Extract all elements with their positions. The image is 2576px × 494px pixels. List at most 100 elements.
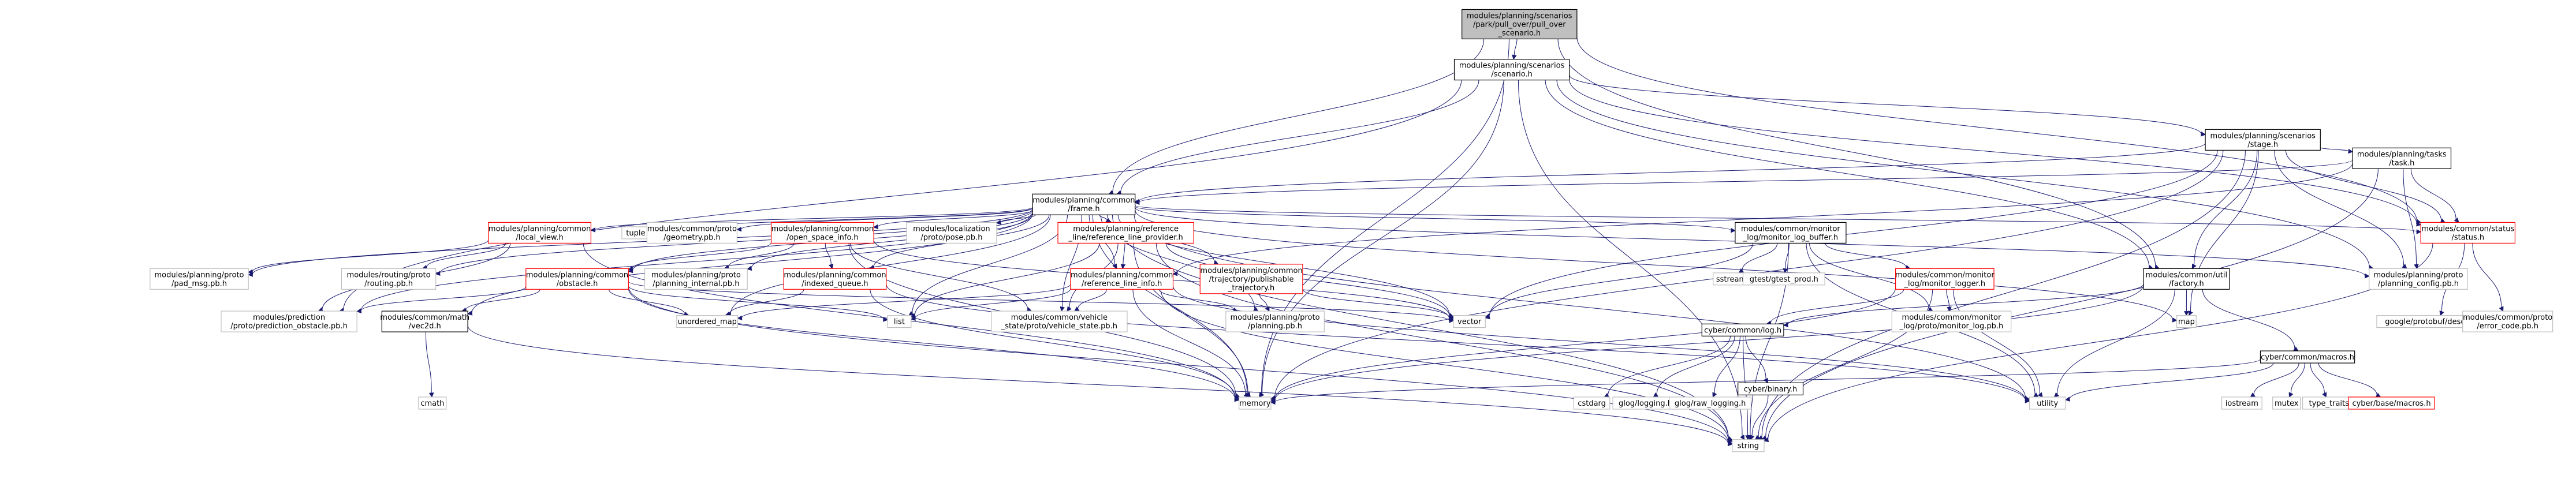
graph-node[interactable]: modules/planning/tasks/task.h xyxy=(2352,147,2452,169)
graph-node[interactable]: modules/planning/scenarios/park/pull_ove… xyxy=(1462,9,1578,40)
graph-node[interactable]: modules/planning/common/trajectory/publi… xyxy=(1199,264,1303,294)
graph-node: modules/common/monitor_log/proto/monitor… xyxy=(1891,310,2012,332)
node-label: /planning_config.pb.h xyxy=(2378,279,2459,288)
arrowhead xyxy=(1234,395,1240,400)
dependency-edge xyxy=(914,243,1100,316)
dependency-edge xyxy=(1569,74,2202,134)
graph-node[interactable]: modules/planning/common/reference_line_i… xyxy=(1070,268,1174,290)
graph-node[interactable]: modules/common/util/factory.h xyxy=(2143,268,2230,290)
node-label: /planning.pb.h xyxy=(1248,322,1302,331)
arrowhead xyxy=(1783,268,1788,274)
arrowhead xyxy=(428,392,434,398)
node-label: type_traits xyxy=(2309,399,2349,408)
node-label: modules/planning/common xyxy=(526,271,628,279)
arrowhead xyxy=(2201,132,2206,137)
graph-node: mutex xyxy=(2272,396,2301,410)
arrowhead xyxy=(1712,392,1717,398)
arrowhead xyxy=(747,265,752,271)
graph-node[interactable]: cyber/base/macros.h xyxy=(2348,396,2435,410)
dependency-edge xyxy=(740,208,1033,230)
dependency-edge xyxy=(729,289,804,315)
dependency-edge xyxy=(1112,39,1485,193)
graph-node[interactable]: modules/common/status/status.h xyxy=(2420,222,2516,244)
graph-node: iostream xyxy=(2221,396,2262,410)
dependency-edge xyxy=(1261,39,1509,394)
node-box xyxy=(1199,264,1303,294)
node-box xyxy=(221,310,357,332)
node-label: /planning_internal.pb.h xyxy=(653,279,739,288)
node-label: modules/common/util xyxy=(2146,271,2227,279)
node-box xyxy=(1732,439,1765,452)
node-label: modules/planning/common xyxy=(489,224,591,233)
dependency-edge xyxy=(426,243,506,268)
node-box xyxy=(991,310,1128,332)
node-box xyxy=(1669,396,1752,410)
arrowhead xyxy=(356,308,362,313)
node-label: modules/localization xyxy=(913,224,990,233)
node-label: utility xyxy=(2037,399,2058,408)
node-label: /proto/prediction_obstacle.pb.h xyxy=(230,322,348,331)
dependency-edge xyxy=(1135,205,2417,233)
dependency-edge xyxy=(870,289,1236,398)
graph-node[interactable]: modules/common/math/vec2d.h xyxy=(380,310,469,332)
arrowhead xyxy=(2416,229,2422,234)
node-label: modules/planning/scenarios xyxy=(2210,132,2316,140)
node-box xyxy=(1735,222,1847,244)
arrowhead xyxy=(1253,306,1259,312)
node-label: modules/planning/common xyxy=(784,271,886,279)
arrowhead xyxy=(2293,346,2299,351)
graph-node: sstream xyxy=(1713,272,1750,286)
graph-node[interactable]: cyber/common/macros.h xyxy=(2260,350,2355,364)
node-label: /status.h xyxy=(2451,233,2484,242)
graph-node: glog/raw_logging.h xyxy=(1669,396,1752,410)
graph-node[interactable]: modules/common/monitor_log/monitor_log_b… xyxy=(1735,222,1847,244)
graph-node[interactable]: modules/planning/scenarios/stage.h xyxy=(2205,129,2321,151)
node-box xyxy=(1453,315,1486,328)
arrowhead xyxy=(2288,392,2294,398)
dependency-edge xyxy=(1556,80,2370,268)
graph-node[interactable]: modules/planning/common/local_view.h xyxy=(488,222,591,244)
graph-node[interactable]: cyber/common/log.h xyxy=(1701,323,1784,336)
node-label: modules/planning/proto xyxy=(2373,271,2463,279)
graph-node[interactable]: modules/planning/common/indexed_queue.h xyxy=(783,268,887,290)
dependency-edge xyxy=(2310,363,2325,394)
node-label: modules/planning/proto xyxy=(155,271,244,279)
graph-node: cstdarg xyxy=(1573,396,1611,410)
node-box xyxy=(150,268,249,290)
dependency-edge xyxy=(1953,289,2041,394)
node-label: gtest/gtest_prod.h xyxy=(1750,275,1818,284)
graph-node: modules/common/proto/error_code.pb.h xyxy=(2462,310,2553,332)
node-box xyxy=(418,396,447,410)
node-label: modules/planning/common xyxy=(1032,196,1135,205)
dependency-edge xyxy=(1557,39,2156,267)
arrowhead xyxy=(1243,392,1249,398)
dependency-edge xyxy=(1785,243,1790,269)
node-label: modules/planning/tasks xyxy=(2357,150,2447,159)
node-label: /pad_msg.pb.h xyxy=(172,279,227,288)
graph-node[interactable]: modules/planning/common/obstacle.h xyxy=(525,268,629,290)
graph-node[interactable]: modules/planning/common/frame.h xyxy=(1032,193,1136,215)
node-label: sstream xyxy=(1716,275,1746,284)
graph-node[interactable]: cyber/binary.h xyxy=(1738,382,1804,395)
arrowhead xyxy=(1750,435,1755,440)
graph-node[interactable]: modules/planning/reference_line/referenc… xyxy=(1057,222,1194,244)
dependency-edge xyxy=(1742,243,1778,271)
graph-node[interactable]: modules/planning/scenarios/scenario.h xyxy=(1453,59,1570,81)
dependency-edge xyxy=(728,243,795,268)
dependency-edge xyxy=(1768,243,2433,440)
graph-node[interactable]: modules/common/monitor_log/monitor_logge… xyxy=(1895,268,1995,290)
arrowhead xyxy=(1783,322,1788,328)
arrowhead xyxy=(2365,273,2370,279)
dependency-edge xyxy=(1274,358,2261,403)
dependency-edge xyxy=(608,289,685,315)
dependency-edge xyxy=(1608,336,1731,395)
graph-node: vector xyxy=(1453,315,1486,328)
dependency-edge xyxy=(1576,36,2417,222)
node-label: modules/planning/common xyxy=(1200,267,1302,275)
node-box xyxy=(2029,396,2066,410)
node-label: _trajectory.h xyxy=(1228,284,1274,293)
dependency-edge xyxy=(1518,80,1743,436)
graph-node[interactable]: modules/planning/common/open_space_info.… xyxy=(770,222,874,244)
node-box xyxy=(1070,268,1174,290)
